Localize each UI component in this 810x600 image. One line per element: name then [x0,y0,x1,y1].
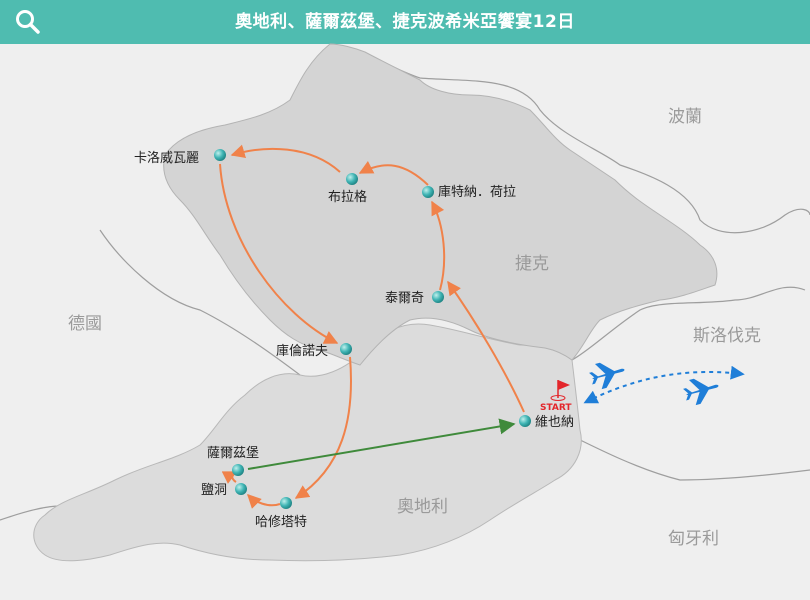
route-prague-to-karlovyvary [230,144,341,173]
city-dot-karlovy-vary[interactable] [214,149,226,161]
route-lines [219,144,745,509]
start-flag-icon [550,380,570,401]
city-label-hallstatt: 哈修塔特 [255,515,307,530]
city-label-salzburg: 薩爾茲堡 [207,445,259,461]
city-label-hallein: 鹽洞 [201,483,227,498]
city-label-telc: 泰爾奇 [385,290,424,306]
city-dot-hallstatt[interactable] [280,497,292,509]
region-austria [33,323,582,562]
route-telc-to-kutnahora [431,200,446,291]
city-label-vienna: 維也納 [535,415,574,430]
city-dot-telc[interactable] [432,291,444,303]
country-label-poland: 波蘭 [668,107,702,127]
city-dot-cesky-krumlov[interactable] [340,343,352,355]
country-borders [0,43,810,527]
country-label-slovakia: 斯洛伐克 [693,326,761,346]
page-title: 奧地利、薩爾茲堡、捷克波希米亞饗宴12日 [235,12,575,32]
region-czech [163,43,718,366]
city-dot-kutna-hora[interactable] [422,186,434,198]
route-kutnahora-to-prague [358,160,429,186]
route-krumlov-to-hallstatt [294,356,352,499]
city-dot-hallein[interactable] [235,483,247,495]
country-label-germany: 德國 [68,314,102,334]
country-label-czech: 捷克 [515,254,549,274]
header-bar: 奧地利、薩爾茲堡、捷克波希米亞饗宴12日 [0,0,810,44]
city-label-cesky-krumlov: 庫倫諾夫 [276,343,328,359]
city-dot-vienna[interactable] [519,415,531,427]
airplane-icon [589,362,625,390]
route-karlovyvary-to-krumlov [219,163,339,344]
city-label-kutna-hora: 庫特納．荷拉 [438,185,516,200]
city-dots [214,149,531,509]
city-dot-prague[interactable] [346,173,358,185]
route-vienna-to-telc [447,280,525,413]
flight-route [583,365,745,404]
city-dot-salzburg[interactable] [232,464,244,476]
city-label-prague: 布拉格 [328,189,367,205]
route-hallstatt-to-hallein [247,494,281,509]
country-label-hungary: 匈牙利 [668,529,719,549]
search-icon[interactable] [14,8,42,36]
country-label-austria: 奧地利 [397,497,448,517]
route-salzburg-to-vienna [247,418,516,470]
start-label: START [540,403,572,413]
city-label-karlovy-vary: 卡洛威瓦麗 [134,151,199,166]
airplane-icon [683,378,719,406]
